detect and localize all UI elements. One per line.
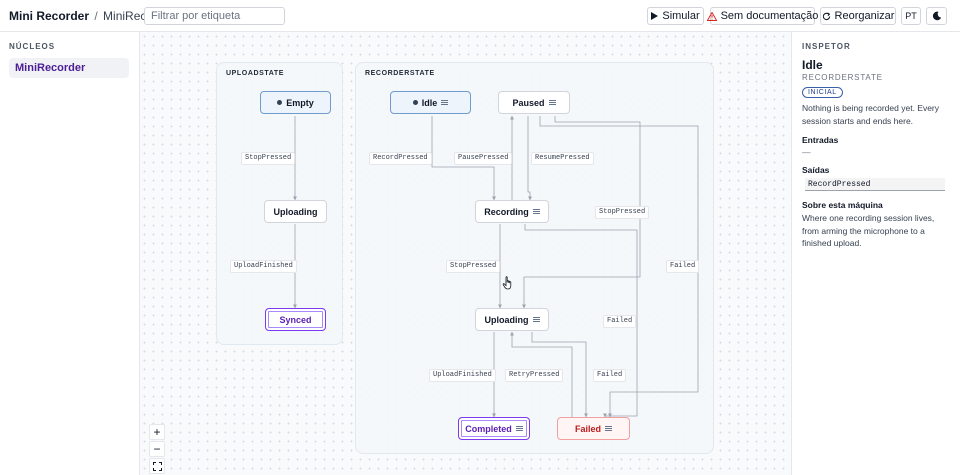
edge-label[interactable]: RetryPressed [505, 369, 564, 382]
theme-toggle-button[interactable] [926, 7, 947, 25]
zoom-in-button[interactable]: + [149, 424, 165, 440]
simulate-label: Simular [662, 10, 700, 22]
edge-paused-recording [527, 116, 532, 201]
edge-failed-uploading [510, 331, 573, 417]
breadcrumb-separator: / [94, 9, 98, 23]
state-idle[interactable]: Idle [390, 91, 471, 114]
edge-label[interactable]: UploadFinished [230, 260, 297, 273]
edge-label[interactable]: Failed [666, 260, 700, 273]
edge-paused-uploading [522, 116, 641, 309]
state-label: Idle [421, 97, 438, 108]
group-title: RECORDERSTATE [365, 70, 435, 77]
edge-label[interactable]: PausePressed [454, 152, 513, 165]
initial-dot-icon [412, 100, 418, 105]
state-completed[interactable]: Completed [458, 417, 530, 440]
warning-icon [706, 11, 717, 21]
group-title: UPLOADSTATE [226, 70, 285, 77]
play-icon [651, 12, 659, 20]
edge-label[interactable]: Failed [603, 315, 637, 328]
state-synced[interactable]: Synced [265, 308, 326, 331]
language-label: PT [905, 11, 917, 21]
state-label: Completed [465, 423, 512, 434]
state-paused[interactable]: Paused [498, 91, 570, 114]
state-label: Uploading [273, 206, 318, 217]
refresh-icon [822, 11, 830, 20]
fit-view-button[interactable] [149, 458, 165, 474]
exit-event-chip[interactable]: RecordPressed [805, 178, 945, 191]
docs-button[interactable]: Sem documentação [706, 7, 818, 25]
state-label: Recording [484, 206, 529, 217]
reorganize-label: Reorganizar [834, 10, 895, 22]
edge-label[interactable]: Failed [593, 369, 627, 382]
state-label: Synced [279, 314, 312, 325]
inspector-state-name: Idle [802, 58, 823, 72]
state-label: Failed [574, 423, 601, 434]
about-text: Where one recording session lives, from … [802, 213, 935, 248]
edge-label[interactable]: UploadFinished [429, 369, 496, 382]
menu-icon[interactable] [532, 317, 540, 322]
state-label: Empty [286, 97, 314, 108]
edge-label[interactable]: ResumePressed [531, 152, 594, 165]
edge-label[interactable]: StopPressed [595, 206, 650, 219]
reorganize-button[interactable]: Reorganizar [820, 7, 896, 25]
edge-paused-failed [539, 116, 699, 418]
initial-dot-icon [277, 100, 283, 105]
app-title: Mini Recorder [9, 9, 90, 23]
edge-label[interactable]: RecordPressed [369, 152, 432, 165]
top-bar: Mini Recorder / MiniRecorder Simular Sem… [0, 0, 960, 32]
tag-filter-input[interactable] [144, 7, 285, 25]
inspector-description: Nothing is being recorded yet. Every ses… [802, 103, 940, 126]
state-recorder-uploading[interactable]: Uploading [475, 308, 549, 331]
menu-icon[interactable] [548, 100, 556, 105]
edge-label[interactable]: StopPressed [241, 152, 296, 165]
menu-icon[interactable] [441, 100, 449, 105]
inspector-header: INSPETOR [802, 42, 851, 51]
state-recording[interactable]: Recording [475, 200, 549, 223]
state-label: Paused [512, 97, 545, 108]
moon-icon [932, 11, 941, 21]
group-recorderstate: RECORDERSTATE [355, 62, 714, 454]
edge-idle-recording [431, 116, 496, 201]
state-label: Uploading [484, 314, 529, 325]
simulate-button[interactable]: Simular [647, 7, 704, 25]
entries-label: Entradas [802, 135, 839, 145]
sidebar-item-minirecorder[interactable]: MiniRecorder [9, 58, 129, 78]
edge-uploading-failed [531, 332, 588, 418]
state-empty[interactable]: Empty [260, 91, 331, 114]
state-failed[interactable]: Failed [557, 417, 630, 440]
sidebar: NÚCLEOS MiniRecorder [0, 32, 140, 475]
exits-label: Saídas [802, 165, 830, 175]
initial-badge: INICIAL [802, 87, 843, 98]
sidebar-title: NÚCLEOS [9, 42, 56, 51]
zoom-in-label: + [153, 425, 161, 439]
inspector-panel: INSPETOR Idle RECORDERSTATE INICIAL Noth… [791, 32, 960, 475]
hand-cursor-icon [502, 276, 512, 290]
inspector-parent: RECORDERSTATE [802, 73, 883, 82]
menu-icon[interactable] [605, 426, 612, 431]
state-machine-canvas[interactable]: UPLOADSTATE RECORDERSTATE [140, 32, 791, 475]
edge-recording-failed [524, 224, 638, 418]
fit-view-icon [152, 461, 162, 471]
language-button[interactable]: PT [901, 7, 921, 25]
zoom-out-button[interactable]: − [149, 441, 165, 457]
menu-icon[interactable] [532, 209, 540, 214]
edge-label[interactable]: StopPressed [446, 260, 501, 273]
zoom-out-label: − [153, 442, 161, 456]
menu-icon[interactable] [515, 426, 523, 431]
entries-value: — [802, 147, 811, 157]
about-label: Sobre esta máquina [802, 200, 883, 210]
docs-label: Sem documentação [720, 10, 819, 22]
state-uploading[interactable]: Uploading [264, 200, 327, 223]
